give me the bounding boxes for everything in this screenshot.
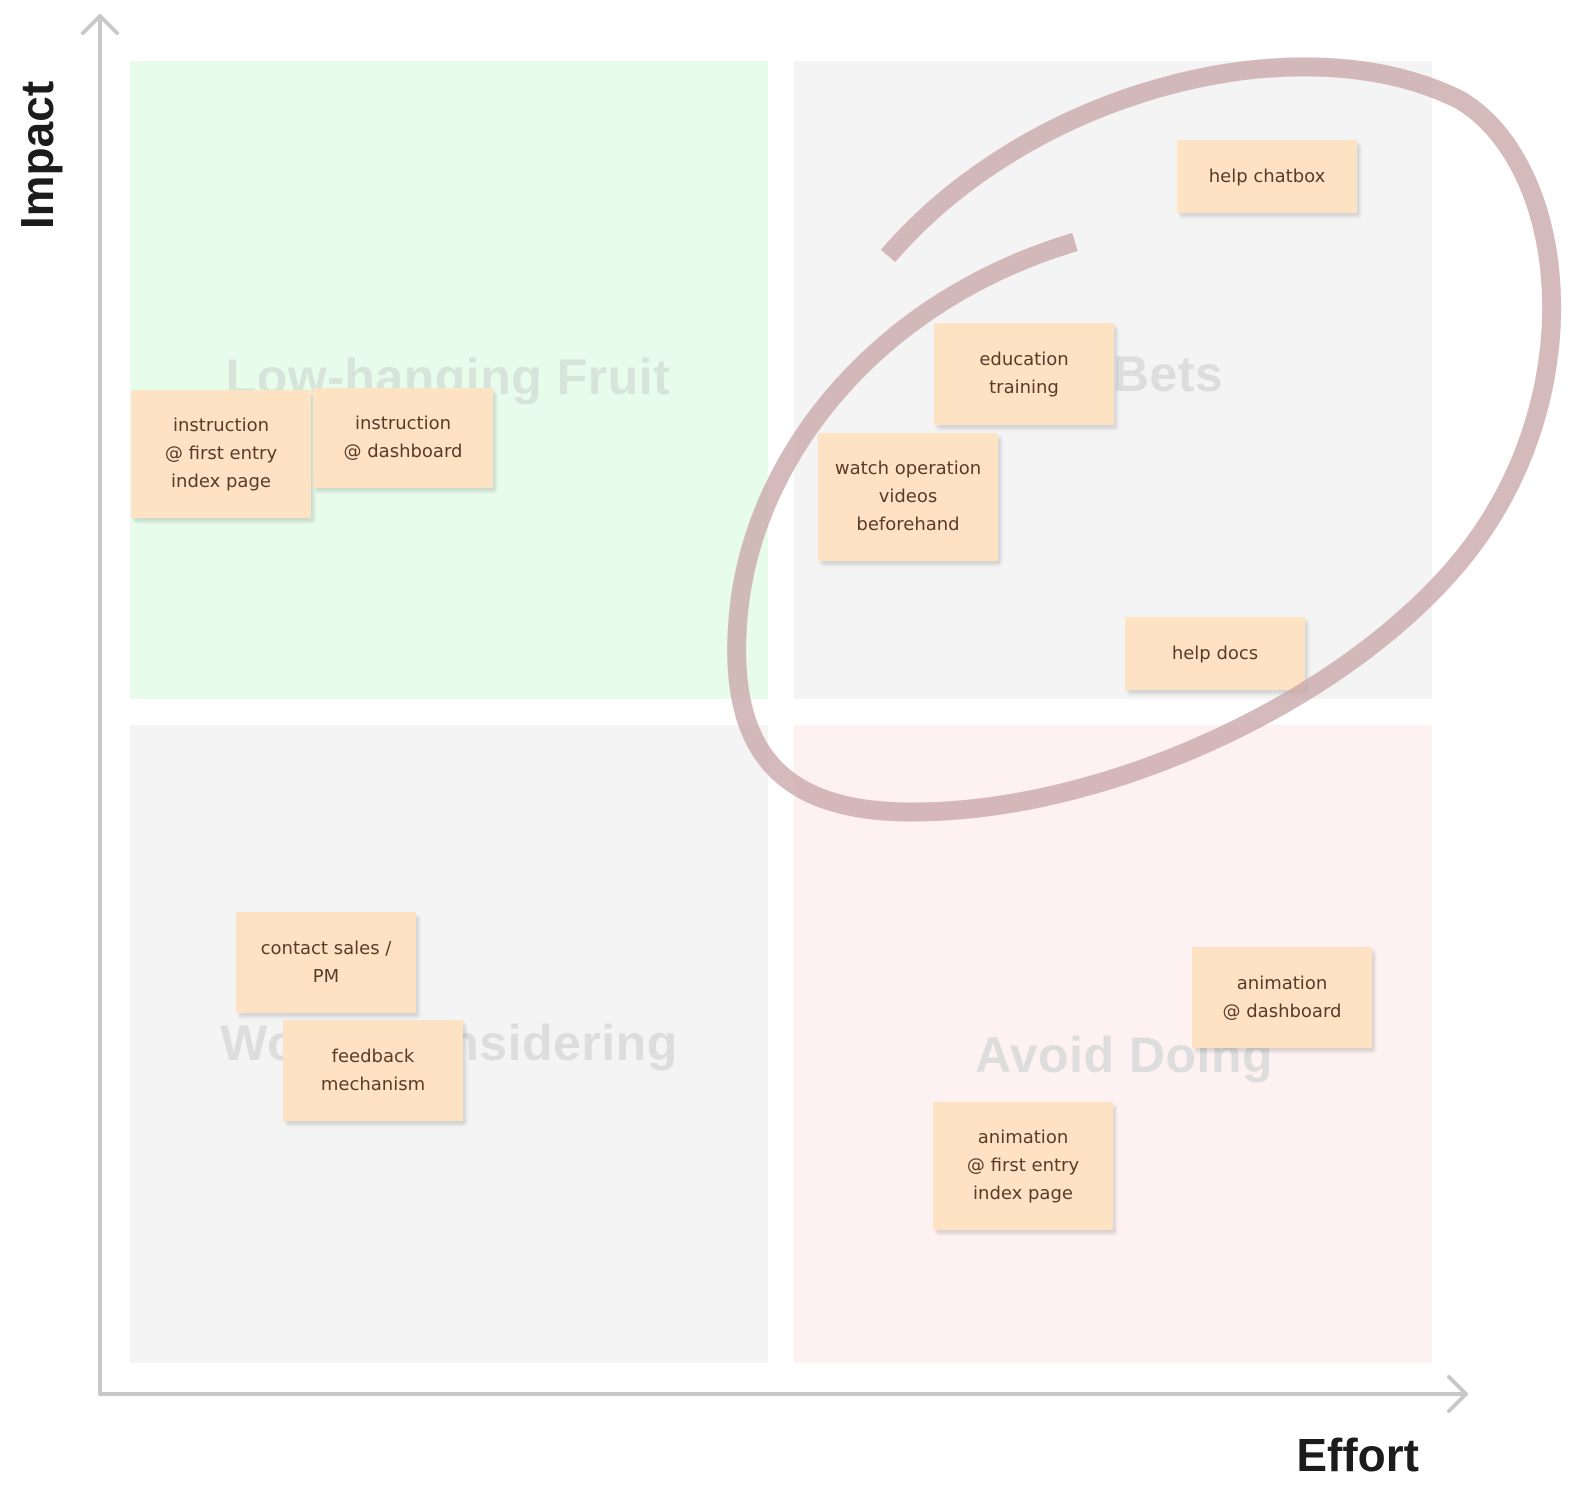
sticky-note-text: instruction @ dashboard <box>343 413 463 462</box>
y-axis <box>81 14 119 1396</box>
sticky-note-feedback-mechanism[interactable]: feedback mechanism <box>283 1020 463 1121</box>
sticky-note-text: watch operation videos beforehand <box>834 458 982 535</box>
sticky-note-animation-dashboard[interactable]: animation @ dashboard <box>1192 947 1372 1048</box>
sticky-note-watch-operation-videos[interactable]: watch operation videos beforehand <box>818 433 998 561</box>
sticky-note-text: animation @ first entry index page <box>966 1127 1080 1204</box>
y-axis-arrowhead-icon <box>81 14 119 35</box>
sticky-note-text: contact sales / PM <box>260 937 392 987</box>
sticky-note-text: animation @ dashboard <box>1222 972 1342 1022</box>
quadrant-title-bets: Bets <box>1112 346 1224 402</box>
y-axis-label: Impact <box>11 80 63 230</box>
sticky-note-animation-first-entry[interactable]: animation @ first entry index page <box>933 1102 1113 1230</box>
sticky-note-help-chatbox[interactable]: help chatbox <box>1177 140 1357 213</box>
sticky-note-help-docs[interactable]: help docs <box>1125 617 1305 690</box>
sticky-note-education-training[interactable]: education training <box>934 323 1114 425</box>
quadrant-low-hanging-fruit <box>130 61 768 699</box>
sticky-note-text: help docs <box>1171 642 1259 664</box>
sticky-note-text: feedback mechanism <box>320 1045 426 1095</box>
x-axis-label: Effort <box>1296 1429 1419 1481</box>
sticky-note-text: help chatbox <box>1208 165 1326 187</box>
sticky-note-instruction-dashboard[interactable]: instruction @ dashboard <box>313 388 493 488</box>
sticky-note-instruction-first-entry[interactable]: instruction @ first entry index page <box>131 390 311 518</box>
sticky-note-contact-sales[interactable]: contact sales / PM <box>236 912 416 1013</box>
x-axis-arrowhead-icon <box>1447 1375 1468 1413</box>
x-axis <box>98 1375 1468 1413</box>
sticky-note-text: instruction @ first entry index page <box>164 415 278 492</box>
sticky-note-text: education training <box>979 349 1069 398</box>
